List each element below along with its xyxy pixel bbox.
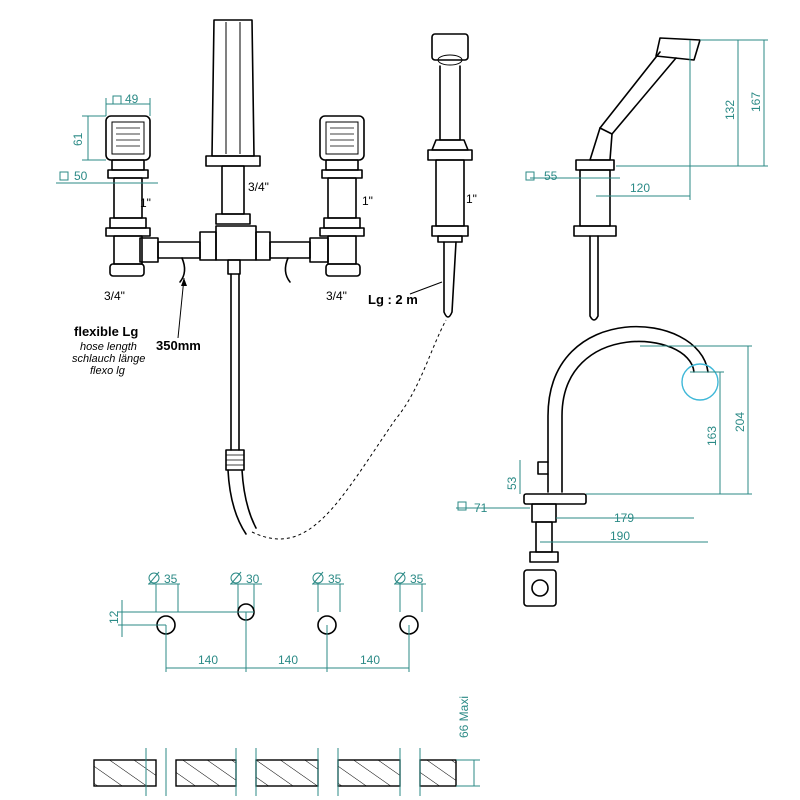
flexible-de: schlauch länge [72,353,145,365]
dim-132-label: 132 [723,100,737,120]
right-handle [319,115,365,277]
spout-side: 53 71 179 190 163 204 [456,325,752,607]
thread-1-left: 1" [140,196,151,210]
flexible-title: flexible Lg [74,324,138,339]
dim-120-label: 120 [630,181,650,195]
front-view-dimensions: 49 61 50 1" 3/4" 1" 3/4" 3/4" [56,92,373,303]
thread-1-right: 1" [362,194,373,208]
flexible-label-block: flexible Lg hose length schlauch länge f… [72,277,201,377]
deck-section: 66 Maxi [93,696,480,796]
dim-163-label: 163 [705,426,719,446]
dim-49-label: 49 [125,92,139,106]
flexible-en: hose length [80,341,137,353]
hole-1-dia: 35 [164,572,178,586]
flexible-fr: flexo lg [90,365,126,377]
thread-3-4-left: 3/4" [104,289,125,303]
hole-3-dia: 35 [328,572,342,586]
dim-71-label: 71 [474,501,488,515]
deck-max-label: 66 Maxi [457,696,471,738]
left-handle [105,115,151,277]
hole-2-dia: 30 [246,572,260,586]
thread-3-4-right: 3/4" [326,289,347,303]
dim-61-label: 61 [71,132,85,146]
hole-4-dia: 35 [410,572,424,586]
deck-holes: 35 30 35 35 12 140 140 [107,571,426,672]
handshower-side: 55 120 132 167 [525,37,768,321]
dim-167-label: 167 [749,92,763,112]
dim-53-label: 53 [505,476,519,490]
thread-3-4-spout: 3/4" [248,180,269,194]
dim-204-label: 204 [733,412,747,432]
hole-offset-12: 12 [107,610,121,624]
crossbar-assembly [139,225,329,283]
dim-190-label: 190 [610,529,630,543]
hole-spacing-3: 140 [360,653,380,667]
dim-179-label: 179 [614,511,634,525]
flexible-length: 350mm [156,338,201,353]
handshower-hose-length: Lg : 2 m [368,292,418,307]
hole-spacing-1: 140 [198,653,218,667]
spout-body [205,19,261,225]
flexible-hose [225,273,447,540]
dim-55-label: 55 [544,169,558,183]
handshower-thread: 1" [466,192,477,206]
hole-spacing-2: 140 [278,653,298,667]
dim-50-label: 50 [74,169,88,183]
handshower-front: 1" Lg : 2 m [368,33,477,318]
